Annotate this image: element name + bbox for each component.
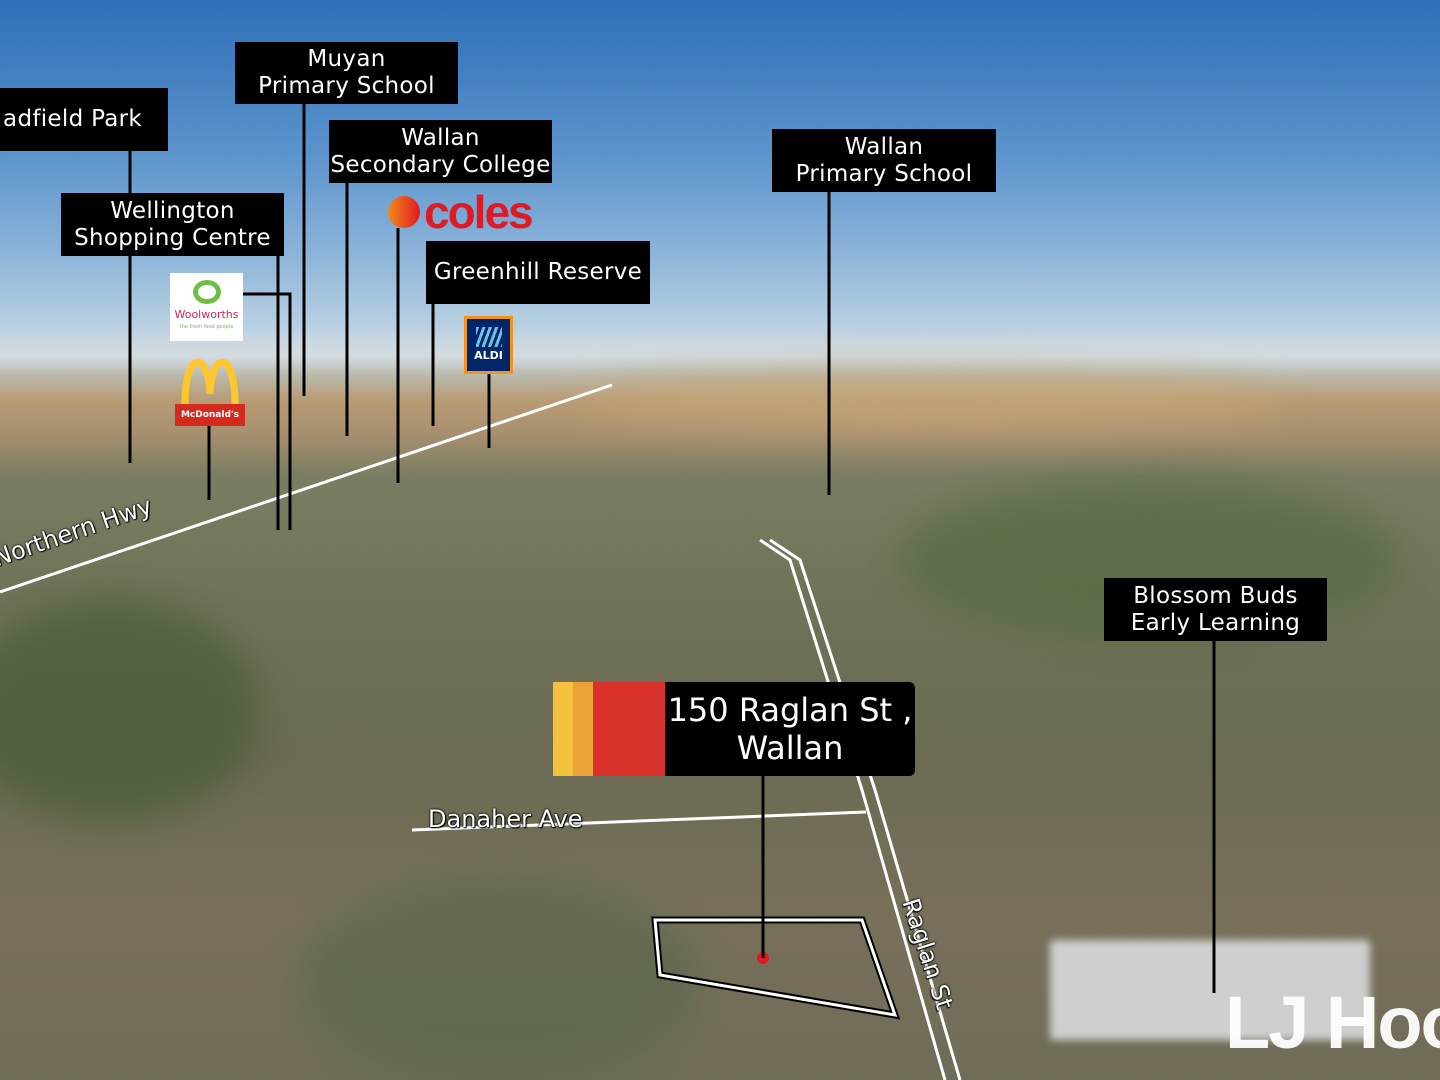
poi-label-bradfield-park: adfield Park [0, 88, 168, 151]
brand-bar-orange [573, 682, 593, 776]
address-line-2: Wallan [736, 729, 844, 767]
woolworths-apple-icon [192, 280, 221, 304]
aldi-logo: ALDI [464, 316, 513, 374]
poi-label-muyan-primary-school: Muyan Primary School [235, 42, 458, 104]
poi-label-text: Primary School [795, 160, 973, 187]
coles-logo: coles [388, 186, 534, 238]
field [580, 370, 1280, 430]
poi-label-text: Early Learning [1130, 609, 1301, 636]
coles-dot-icon [388, 196, 420, 228]
brand-bar-yellow [553, 682, 573, 776]
poi-label-greenhill-reserve: Greenhill Reserve [426, 241, 650, 304]
leader-lines [128, 104, 1216, 993]
aldi-wordmark: ALDI [474, 349, 503, 362]
roads [0, 383, 962, 1080]
address-line-1: 150 Raglan St , [667, 691, 913, 729]
brand-color-bars [553, 682, 665, 776]
northern-hwy-line [0, 383, 613, 594]
property-address-label: 150 Raglan St , Wallan [553, 682, 915, 776]
poi-label-text: Wallan [401, 124, 480, 151]
poi-label-text: adfield Park [3, 106, 142, 132]
aldi-stripes-icon [475, 327, 502, 347]
tree-cluster [300, 880, 700, 1080]
poi-label-text: Wellington [110, 197, 235, 224]
raglan-st-line-left [759, 538, 947, 1080]
coles-wordmark: coles [424, 186, 534, 238]
brand-bar-red [593, 682, 665, 776]
poi-label-text: Greenhill Reserve [433, 259, 643, 285]
poi-label-wellington-shopping-centre: Wellington Shopping Centre [61, 193, 284, 256]
tree-cluster [0, 600, 260, 820]
poi-label-text: Secondary College [330, 151, 551, 178]
mcdonalds-logo: McDonald's [175, 358, 245, 426]
mcdonalds-wordmark: McDonald's [175, 404, 245, 426]
poi-label-text: Blossom Buds [1133, 582, 1298, 609]
building-roof [1050, 940, 1370, 1040]
poi-label-text: Wallan [844, 133, 924, 160]
poi-label-wallan-primary-school: Wallan Primary School [772, 129, 996, 192]
poi-label-wallan-secondary-college: Wallan Secondary College [329, 120, 552, 183]
lj-hooker-watermark: LJ Hook [1225, 981, 1440, 1064]
poi-label-text: Primary School [258, 73, 435, 99]
woolworths-tagline: the fresh food people [179, 324, 234, 330]
road-label-danaher-ave: Danaher Ave [428, 805, 583, 833]
property-boundary [651, 916, 901, 1020]
property-address: 150 Raglan St , Wallan [665, 682, 915, 776]
poi-label-blossom-buds: Blossom Buds Early Learning [1104, 578, 1327, 641]
danaher-ave-line [411, 810, 867, 832]
golden-arches-icon [181, 358, 239, 404]
property-boundary-inner [653, 918, 898, 1017]
woolworths-wordmark: Woolworths [174, 308, 239, 321]
woolworths-logo: Woolworths the fresh food people [170, 273, 243, 341]
leader-line [243, 292, 292, 530]
raglan-st-line-right [769, 538, 962, 1080]
poi-label-text: Shopping Centre [74, 224, 271, 251]
poi-label-text: Muyan [307, 46, 386, 72]
